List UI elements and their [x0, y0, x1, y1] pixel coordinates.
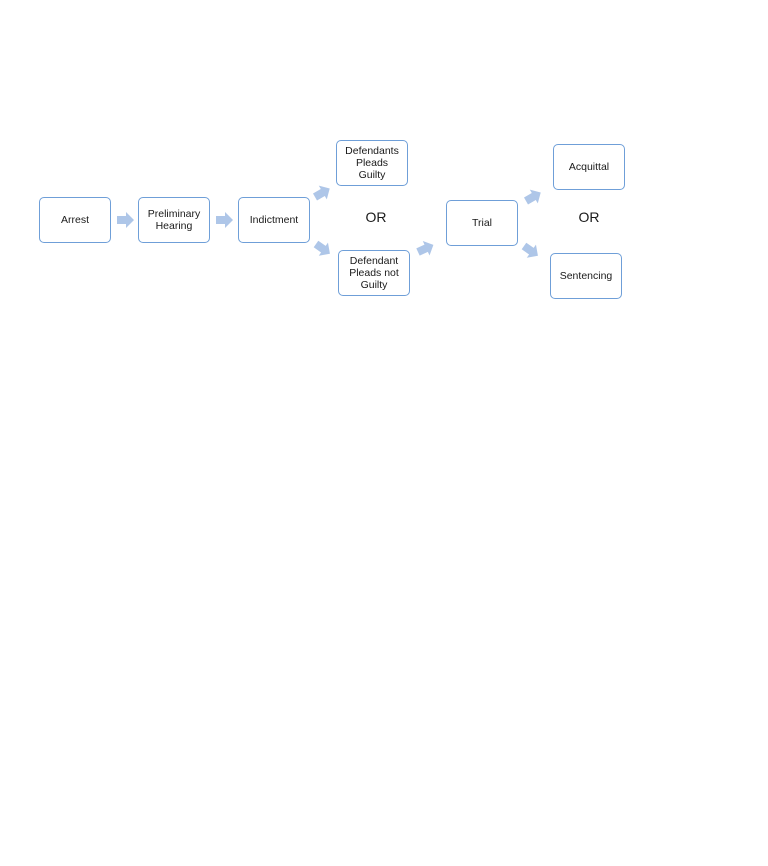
- node-pleads-guilty: Defendants Pleads Guilty: [336, 140, 408, 186]
- node-sentencing: Sentencing: [550, 253, 622, 299]
- node-trial: Trial: [446, 200, 518, 246]
- arrow-trial-to-acquittal-icon: [522, 185, 545, 208]
- node-acquittal: Acquittal: [553, 144, 625, 190]
- arrow-trial-to-sentencing-icon: [519, 239, 543, 263]
- arrow-indictment-to-not-guilty-icon: [311, 237, 335, 261]
- arrow-preliminary-to-indictment-icon: [216, 212, 233, 228]
- node-preliminary-hearing: Preliminary Hearing: [138, 197, 210, 243]
- node-indictment: Indictment: [238, 197, 310, 243]
- node-pleads-not-guilty: Defendant Pleads not Guilty: [338, 250, 410, 296]
- or-label-verdict: OR: [578, 209, 600, 225]
- or-label-plea: OR: [365, 209, 387, 225]
- arrow-arrest-to-preliminary-icon: [117, 212, 134, 228]
- arrow-not-guilty-to-trial-icon: [414, 237, 437, 260]
- arrow-indictment-to-guilty-icon: [311, 181, 334, 204]
- node-arrest: Arrest: [39, 197, 111, 243]
